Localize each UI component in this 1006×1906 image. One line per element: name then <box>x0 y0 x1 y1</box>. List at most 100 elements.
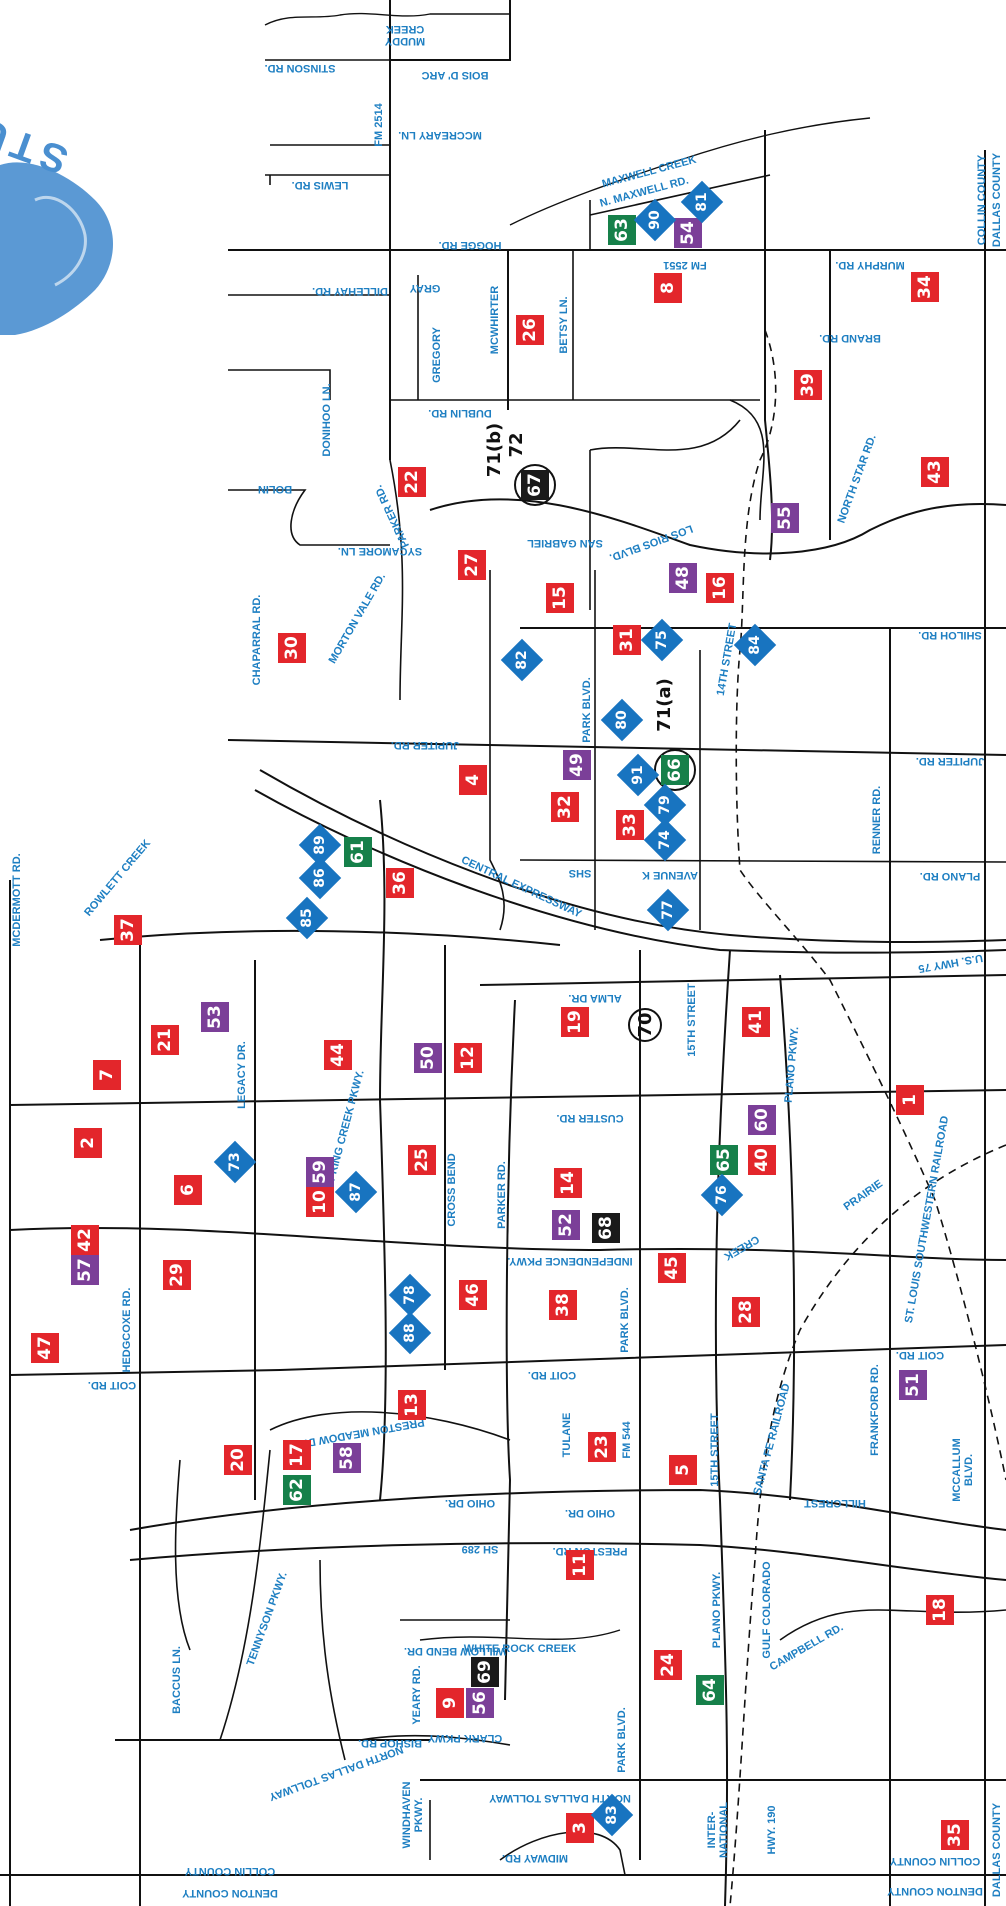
marker-65[interactable]: 65 <box>710 1145 738 1175</box>
marker-23[interactable]: 23 <box>588 1432 616 1462</box>
marker-26[interactable]: 26 <box>516 315 544 345</box>
marker-50[interactable]: 50 <box>414 1043 442 1073</box>
marker-44[interactable]: 44 <box>324 1040 352 1070</box>
marker-14[interactable]: 14 <box>554 1168 582 1198</box>
marker-19[interactable]: 19 <box>561 1007 589 1037</box>
marker-1[interactable]: 1 <box>896 1085 924 1115</box>
marker-66[interactable]: 66 <box>661 755 689 785</box>
marker-label-62: 62 <box>287 1478 307 1502</box>
marker-49[interactable]: 49 <box>563 750 591 780</box>
marker-36[interactable]: 36 <box>386 868 414 898</box>
marker-31[interactable]: 31 <box>613 625 641 655</box>
marker-45[interactable]: 45 <box>658 1253 686 1283</box>
marker-53[interactable]: 53 <box>201 1002 229 1032</box>
street-label-15th-mid: 15TH STREET <box>709 1413 721 1487</box>
marker-shape-27 <box>458 550 486 580</box>
marker-16[interactable]: 16 <box>706 573 734 603</box>
marker-10[interactable]: 10 <box>306 1187 334 1217</box>
marker-25[interactable]: 25 <box>408 1145 436 1175</box>
marker-38[interactable]: 38 <box>549 1290 577 1320</box>
marker-5[interactable]: 5 <box>669 1455 697 1485</box>
street-label-gregory: GREGORY <box>431 326 443 382</box>
marker-69[interactable]: 69 <box>471 1657 499 1687</box>
marker-89[interactable]: 89 <box>298 823 342 867</box>
marker-78[interactable]: 78 <box>388 1273 432 1317</box>
marker-2[interactable]: 2 <box>74 1128 102 1158</box>
marker-48[interactable]: 48 <box>669 563 697 593</box>
marker-label-22: 22 <box>402 470 422 494</box>
marker-55[interactable]: 55 <box>771 503 799 533</box>
marker-label-9: 9 <box>440 1697 460 1709</box>
marker-75[interactable]: 75 <box>640 618 684 662</box>
marker-34[interactable]: 34 <box>911 272 939 302</box>
marker-30[interactable]: 30 <box>278 633 306 663</box>
marker-shape-7 <box>93 1060 121 1090</box>
marker-7[interactable]: 7 <box>93 1060 121 1090</box>
marker-8[interactable]: 8 <box>654 273 682 303</box>
marker-88[interactable]: 88 <box>388 1311 432 1355</box>
street-label-coit-right: COIT RD. <box>896 1349 944 1361</box>
marker-61[interactable]: 61 <box>344 837 372 867</box>
marker-59[interactable]: 59 <box>306 1157 334 1187</box>
marker-47[interactable]: 47 <box>31 1333 59 1363</box>
marker-label-13: 13 <box>402 1393 422 1417</box>
marker-33[interactable]: 33 <box>616 810 644 840</box>
marker-label-78: 78 <box>402 1285 418 1304</box>
marker-62[interactable]: 62 <box>283 1475 311 1505</box>
marker-52[interactable]: 52 <box>552 1210 580 1240</box>
marker-24[interactable]: 24 <box>654 1650 682 1680</box>
marker-label-33: 33 <box>620 813 640 837</box>
marker-29[interactable]: 29 <box>163 1260 191 1290</box>
marker-83[interactable]: 83 <box>590 1793 634 1837</box>
marker-68[interactable]: 68 <box>592 1213 620 1243</box>
marker-84[interactable]: 84 <box>733 623 777 667</box>
marker-label-85: 85 <box>299 908 315 927</box>
marker-4[interactable]: 4 <box>459 765 487 795</box>
marker-35[interactable]: 35 <box>941 1820 969 1850</box>
marker-56[interactable]: 56 <box>466 1688 494 1718</box>
marker-3[interactable]: 3 <box>566 1813 594 1843</box>
marker-85[interactable]: 85 <box>285 896 329 940</box>
railroads <box>729 329 1006 1906</box>
marker-39[interactable]: 39 <box>794 370 822 400</box>
marker-32[interactable]: 32 <box>551 792 579 822</box>
marker-21[interactable]: 21 <box>151 1025 179 1055</box>
street-label-tennyson: TENNYSON PKWY. <box>245 1570 290 1667</box>
marker-15[interactable]: 15 <box>546 583 574 613</box>
marker-82[interactable]: 82 <box>500 638 544 682</box>
marker-28[interactable]: 28 <box>732 1297 760 1327</box>
marker-40[interactable]: 40 <box>748 1145 776 1175</box>
marker-51[interactable]: 51 <box>899 1370 927 1400</box>
marker-80[interactable]: 80 <box>600 698 644 742</box>
marker-87[interactable]: 87 <box>334 1170 378 1214</box>
marker-63[interactable]: 63 <box>608 215 636 245</box>
marker-64[interactable]: 64 <box>696 1675 724 1705</box>
marker-73[interactable]: 73 <box>213 1140 257 1184</box>
marker-76[interactable]: 76 <box>700 1173 744 1217</box>
marker-13[interactable]: 13 <box>398 1390 426 1420</box>
marker-label-40: 40 <box>752 1148 772 1172</box>
marker-22[interactable]: 22 <box>398 467 426 497</box>
marker-17[interactable]: 17 <box>283 1440 311 1470</box>
marker-12[interactable]: 12 <box>454 1043 482 1073</box>
marker-43[interactable]: 43 <box>921 457 949 487</box>
marker-41[interactable]: 41 <box>742 1007 770 1037</box>
street-label-morton-vale: MORTON VALE RD. <box>327 571 389 666</box>
marker-57[interactable]: 57 <box>71 1255 99 1285</box>
marker-60[interactable]: 60 <box>748 1105 776 1135</box>
marker-46[interactable]: 46 <box>459 1280 487 1310</box>
marker-11[interactable]: 11 <box>566 1550 594 1580</box>
marker-37[interactable]: 37 <box>114 915 142 945</box>
marker-27[interactable]: 27 <box>458 550 486 580</box>
marker-54[interactable]: 54 <box>674 218 702 248</box>
marker-67[interactable]: 67 <box>521 470 549 500</box>
marker-6[interactable]: 6 <box>174 1175 202 1205</box>
marker-90[interactable]: 90 <box>633 198 677 242</box>
street-label-central-expy: CENTRAL EXPRESSWAY <box>459 854 584 921</box>
marker-91[interactable]: 91 <box>616 753 660 797</box>
marker-42[interactable]: 42 <box>71 1225 99 1255</box>
marker-18[interactable]: 18 <box>926 1595 954 1625</box>
marker-58[interactable]: 58 <box>333 1443 361 1473</box>
marker-20[interactable]: 20 <box>224 1445 252 1475</box>
marker-9[interactable]: 9 <box>436 1688 464 1718</box>
